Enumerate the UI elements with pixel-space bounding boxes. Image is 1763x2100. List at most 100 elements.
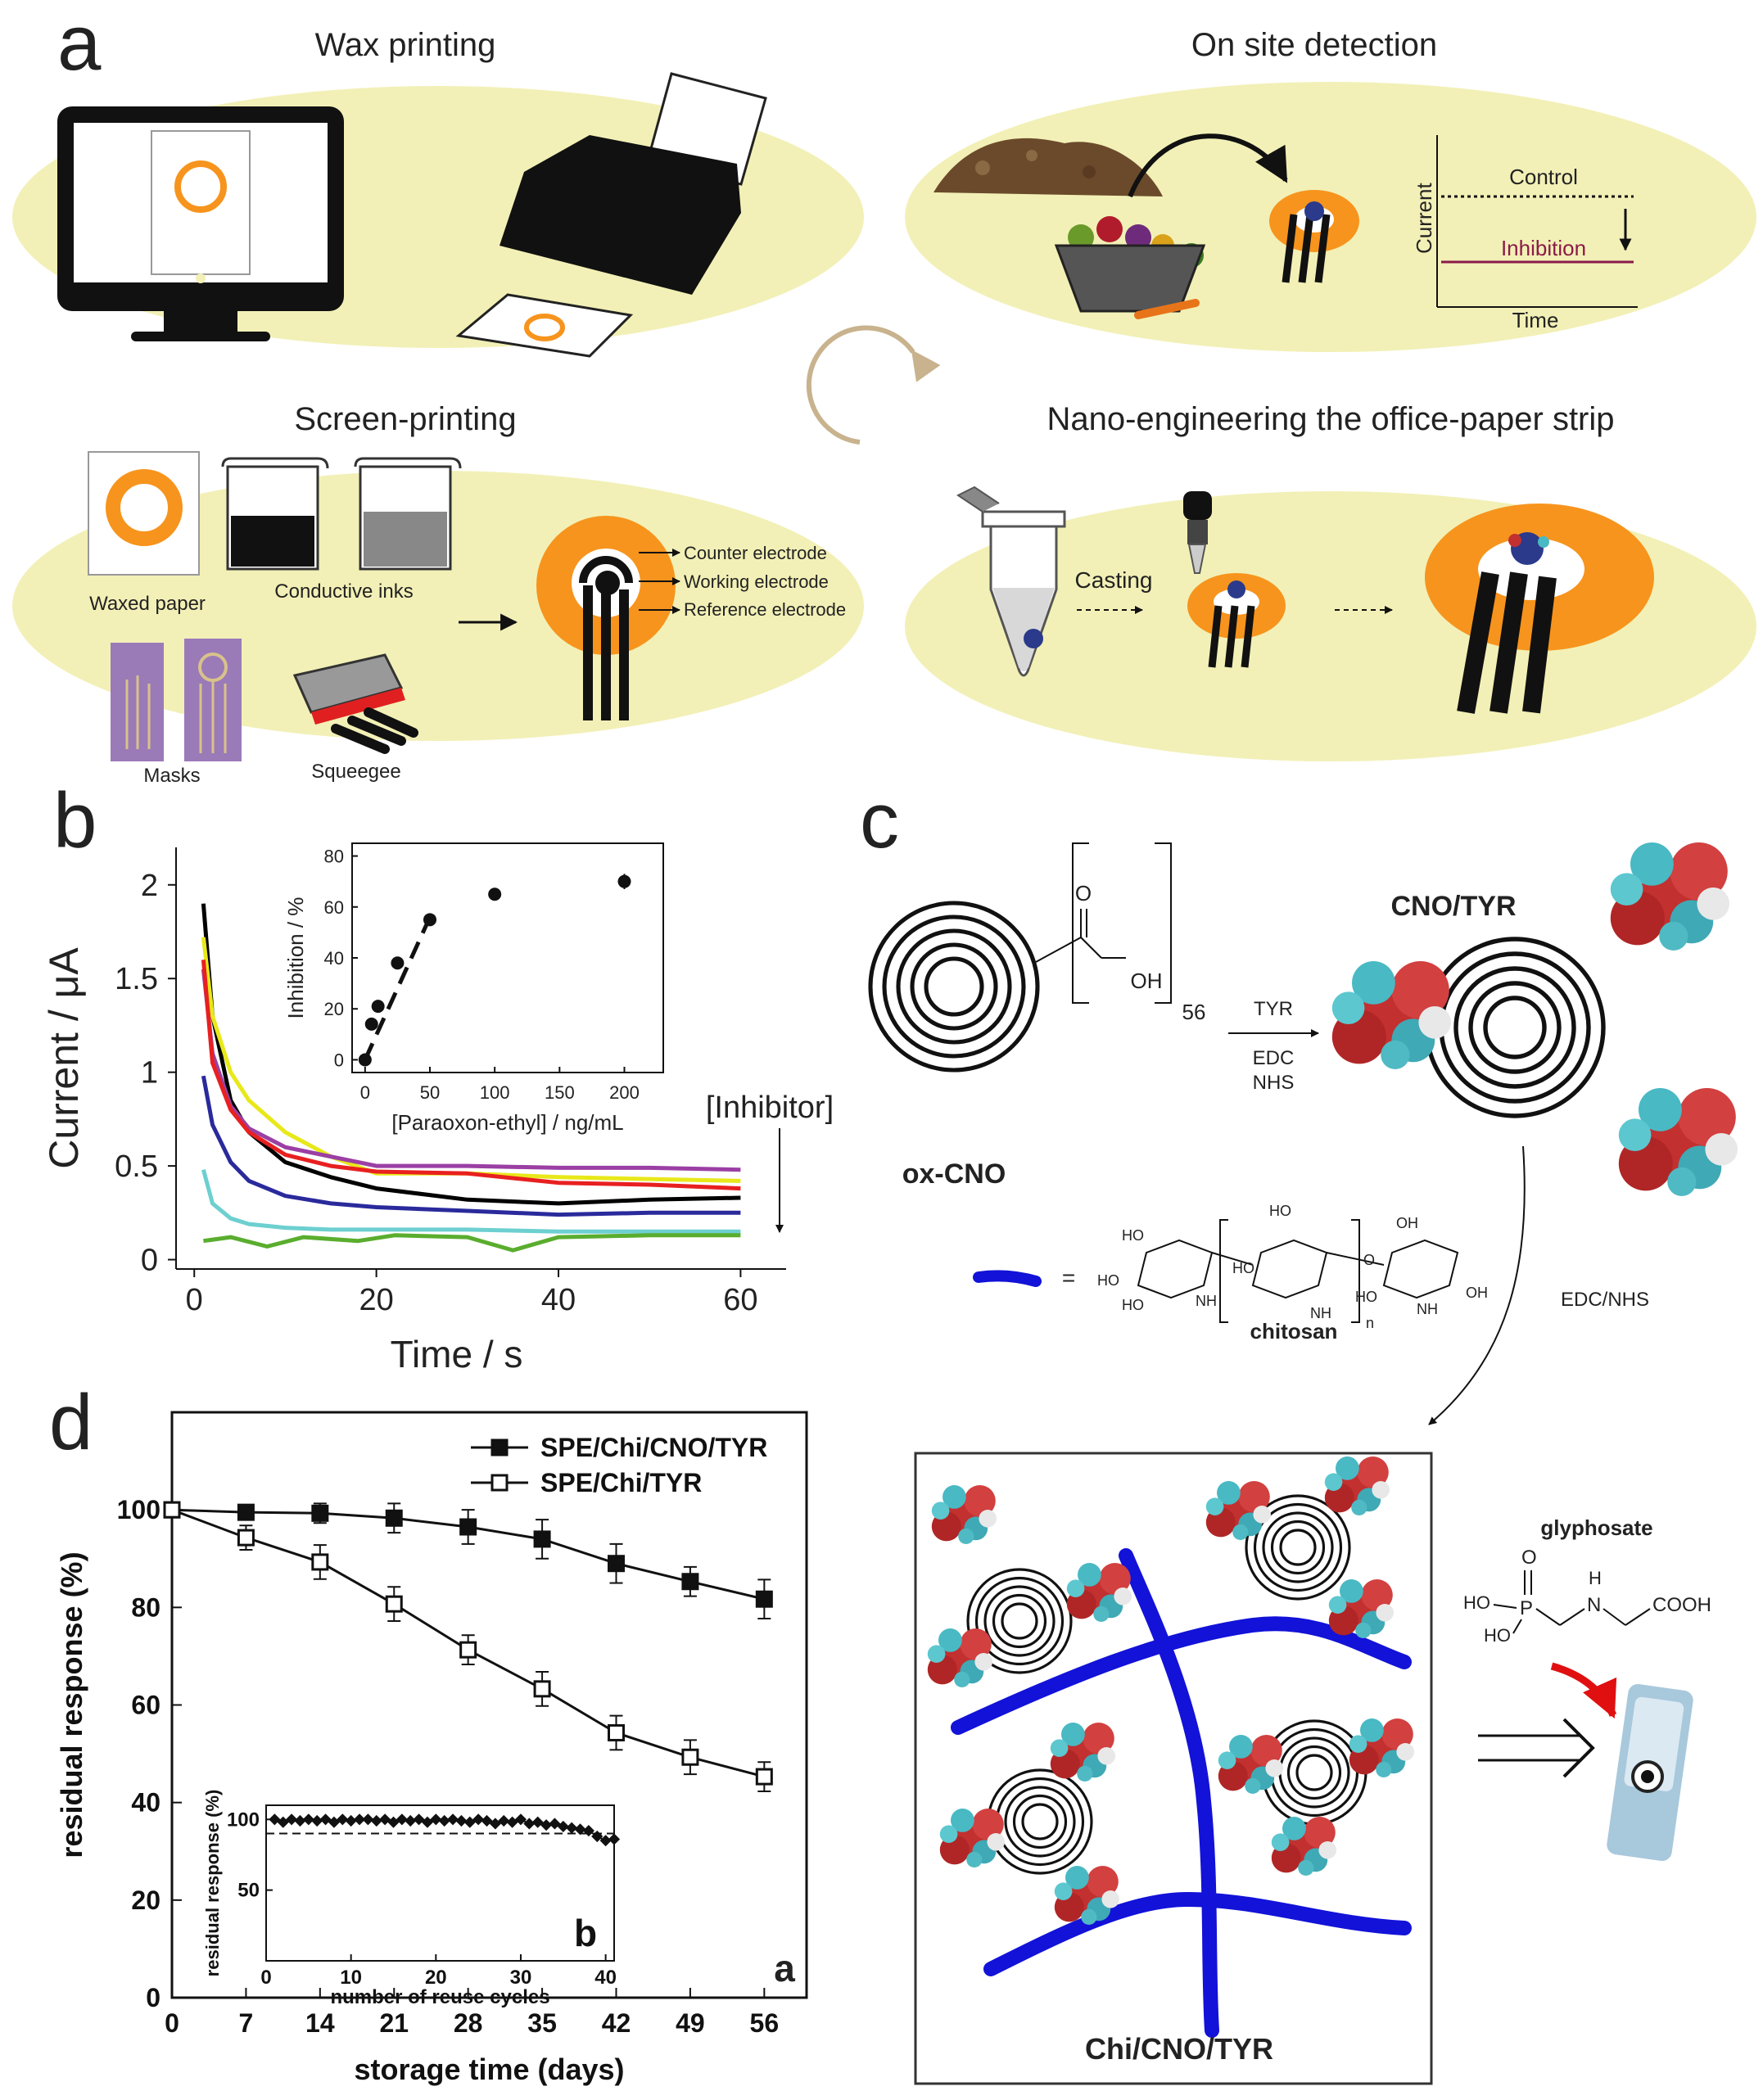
data-point (617, 874, 631, 888)
chem-n: n (1366, 1315, 1374, 1331)
inset-frame (265, 1804, 615, 1962)
y-axis-label: Current / μA (41, 947, 87, 1169)
mini-chart-y-label: Current (1412, 183, 1436, 254)
y-tick-label: 60 (324, 897, 344, 918)
y-tick-label: 0 (334, 1050, 344, 1070)
data-point (608, 1723, 625, 1741)
series-line (203, 1233, 741, 1253)
data-point (755, 1768, 773, 1786)
chem-ho: HO (1097, 1272, 1119, 1289)
conductive-inks-label: Conductive inks (274, 580, 413, 603)
carboxyl-oh: OH (1131, 969, 1163, 993)
electrode-casting-icon (1187, 573, 1286, 668)
chem-nh2: NH (1196, 1293, 1217, 1309)
equals-sign: = (1062, 1265, 1075, 1290)
data-point (533, 1680, 551, 1698)
y-tick-label: 100 (117, 1495, 160, 1524)
data-point (385, 1595, 403, 1613)
data-point (311, 1504, 329, 1522)
chem-ho: HO (1269, 1203, 1291, 1219)
enzyme-icon (1610, 842, 1729, 951)
legend-marker (490, 1474, 509, 1492)
tyr-label: TYR (1254, 998, 1293, 1020)
legend-label: SPE/Chi/TYR (540, 1468, 702, 1497)
x-tick-label: 20 (359, 1283, 393, 1317)
legend-marker (490, 1438, 509, 1456)
subscript-56: 56 (1182, 1000, 1206, 1024)
panel-d-letter: d (49, 1379, 93, 1466)
chem-ho: HO (1232, 1260, 1254, 1276)
edc-nhs-arrow (1428, 1145, 1526, 1425)
chem-nh2: NH (1310, 1305, 1331, 1321)
y-tick-label: 1 (141, 1056, 158, 1091)
series-line (201, 1075, 741, 1217)
reference-electrode-label: Reference electrode (684, 599, 846, 620)
x-tick-label: 150 (545, 1082, 575, 1103)
x-tick-label: 49 (676, 2008, 705, 2038)
x-tick-label: 14 (305, 2008, 335, 2038)
chem-nh2: NH (1417, 1301, 1438, 1317)
y-tick-label: 20 (131, 1885, 160, 1915)
x-tick-label: 0 (260, 1967, 271, 1989)
panel-a-letter: a (57, 0, 102, 87)
chem-ho: HO (1355, 1289, 1377, 1305)
nano-engineering-title: Nano-engineering the office-paper strip (1046, 401, 1614, 437)
masks-icon (111, 639, 242, 761)
data-point (533, 1530, 551, 1548)
on-site-detection-title: On site detection (1191, 27, 1437, 63)
small-electrode-icon (1269, 190, 1359, 283)
squeegee-icon (292, 653, 418, 754)
chem-cooh: COOH (1652, 1594, 1711, 1616)
data-point (488, 887, 502, 901)
panel-c: c ox-CNO O OH 56 TYR EDC NHS CNO/TYR = (860, 777, 1738, 2085)
enzyme-icon (1331, 961, 1451, 1069)
bracket-left (1072, 842, 1089, 1004)
y-tick-label: 1.5 (115, 962, 158, 996)
x-tick-label: 0 (186, 1283, 203, 1317)
glyphosate-structure: O P HO HO N H COOH (1463, 1547, 1711, 1646)
edc-nhs-label: EDC/NHS (1561, 1289, 1649, 1311)
panel-a: a Wax printing On site detection Screen-… (12, 0, 1756, 787)
red-arrow (1550, 1662, 1617, 1719)
control-label: Control (1509, 165, 1578, 189)
y-axis-label: residual response (%) (202, 1790, 223, 1977)
data-point (364, 1017, 378, 1031)
data-point (681, 1748, 699, 1766)
series-line (201, 960, 741, 1191)
computer-monitor-icon (57, 106, 344, 341)
curved-arrow (1128, 133, 1288, 198)
x-tick-label: 21 (379, 2008, 409, 2038)
inset-frame (351, 842, 664, 1073)
waxed-paper-label: Waxed paper (89, 593, 206, 615)
x-tick-label: 60 (723, 1283, 757, 1317)
mini-chart-x-label: Time (1512, 308, 1559, 332)
y-tick-label: 0 (146, 1983, 160, 2012)
data-point (163, 1501, 181, 1519)
chem-o: O (1521, 1547, 1537, 1569)
x-tick-label: 40 (594, 1967, 617, 1989)
data-point (459, 1641, 477, 1659)
chem-ho: HO (1122, 1227, 1144, 1244)
masks-label: Masks (143, 765, 200, 787)
sensor-strip-icon (1607, 1684, 1693, 1861)
panel-b-letter: b (53, 777, 97, 865)
chem-n: N (1587, 1594, 1601, 1616)
wax-printing-title: Wax printing (315, 27, 496, 63)
inhibitor-annotation: [Inhibitor] (706, 1091, 834, 1125)
edc-label: EDC (1253, 1047, 1295, 1069)
data-point (371, 1000, 385, 1014)
data-point (237, 1529, 255, 1547)
y-tick-label: 100 (227, 1809, 260, 1831)
panel-c-letter: c (860, 777, 899, 865)
printer-icon (455, 72, 767, 358)
y-tick-label: 80 (324, 847, 344, 867)
chem-o: O (1363, 1252, 1375, 1268)
x-tick-label: 0 (360, 1082, 370, 1103)
x-tick-label: 42 (602, 2008, 631, 2038)
chem-p: P (1520, 1597, 1533, 1619)
chi-cno-tyr-label: Chi/CNO/TYR (1085, 2032, 1273, 2066)
